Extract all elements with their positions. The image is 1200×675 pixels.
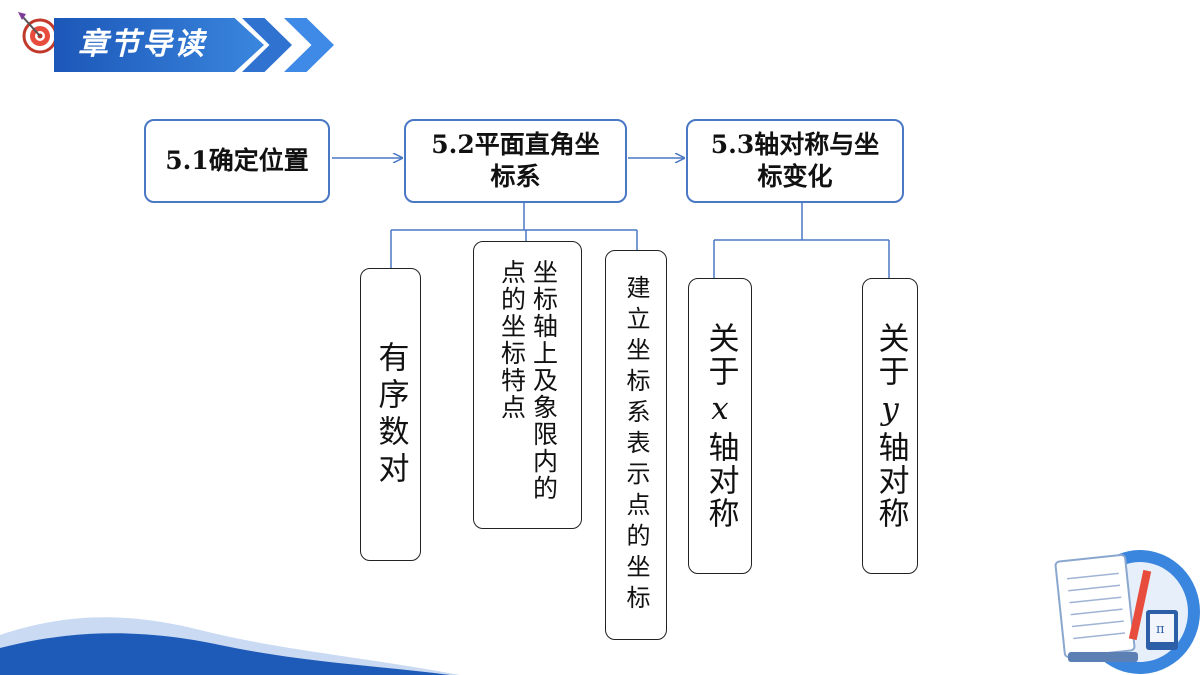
node-label-post: 轴对称 bbox=[872, 431, 909, 530]
node-axis-quadrant-points: 坐标轴上及象限内的点的坐标特点 bbox=[473, 241, 582, 529]
node-label: 5.3轴对称与坐标变化 bbox=[710, 130, 880, 191]
node-ordered-pair: 有序数对 bbox=[360, 268, 421, 561]
header-banner bbox=[54, 18, 264, 72]
node-label-var: y bbox=[881, 391, 899, 427]
node-label: 有序数对 bbox=[372, 340, 409, 489]
node-label: 5.2平面直角坐标系 bbox=[431, 130, 600, 191]
wave-decoration bbox=[0, 617, 460, 675]
svg-text:π: π bbox=[1156, 622, 1165, 637]
node-build-coordinate-system: 建立坐标系表示点的坐标 bbox=[605, 250, 667, 640]
node-label: 5.1确定位置 bbox=[165, 146, 309, 175]
node-y-axis-symmetry: 关于 y 轴对称 bbox=[862, 278, 918, 574]
node-5-3: 5.3轴对称与坐标变化 bbox=[686, 119, 904, 203]
page-title: 章节导读 bbox=[78, 27, 206, 62]
node-label-var: x bbox=[711, 391, 729, 427]
node-5-1: 5.1确定位置 bbox=[144, 119, 330, 203]
node-label-post: 轴对称 bbox=[702, 431, 739, 530]
stationery-illustration-icon: π bbox=[1054, 550, 1200, 674]
node-x-axis-symmetry: 关于 x 轴对称 bbox=[688, 278, 752, 574]
node-label: 建立坐标系表示点的坐标 bbox=[622, 274, 650, 616]
node-5-2: 5.2平面直角坐标系 bbox=[404, 119, 627, 203]
node-label-pre: 关于 bbox=[702, 322, 739, 388]
node-label-pre: 关于 bbox=[872, 322, 909, 388]
node-label: 坐标轴上及象限内的点的坐标特点 bbox=[497, 259, 559, 502]
